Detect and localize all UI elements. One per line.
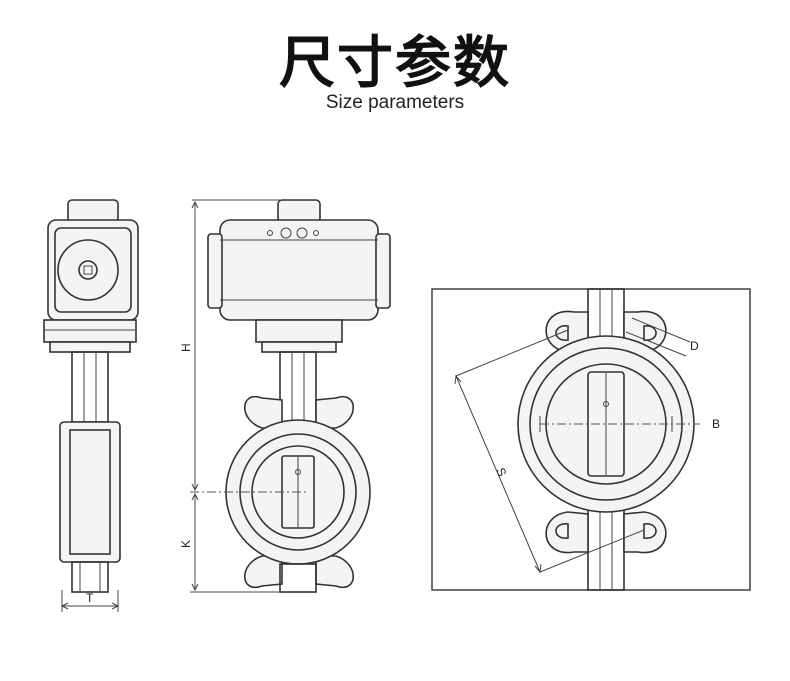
dim-label-k: K xyxy=(179,540,193,548)
front-view: H K xyxy=(179,199,391,593)
page-title: 尺寸参数 xyxy=(279,31,511,96)
detail-view: B D S xyxy=(431,288,751,591)
dim-label-d: D xyxy=(690,339,699,353)
dim-label-h: H xyxy=(179,343,193,352)
dim-label-t: T xyxy=(86,591,94,605)
dim-label-b: B xyxy=(712,417,720,431)
side-view: T xyxy=(43,199,139,612)
page-subtitle: Size parameters xyxy=(325,92,465,113)
